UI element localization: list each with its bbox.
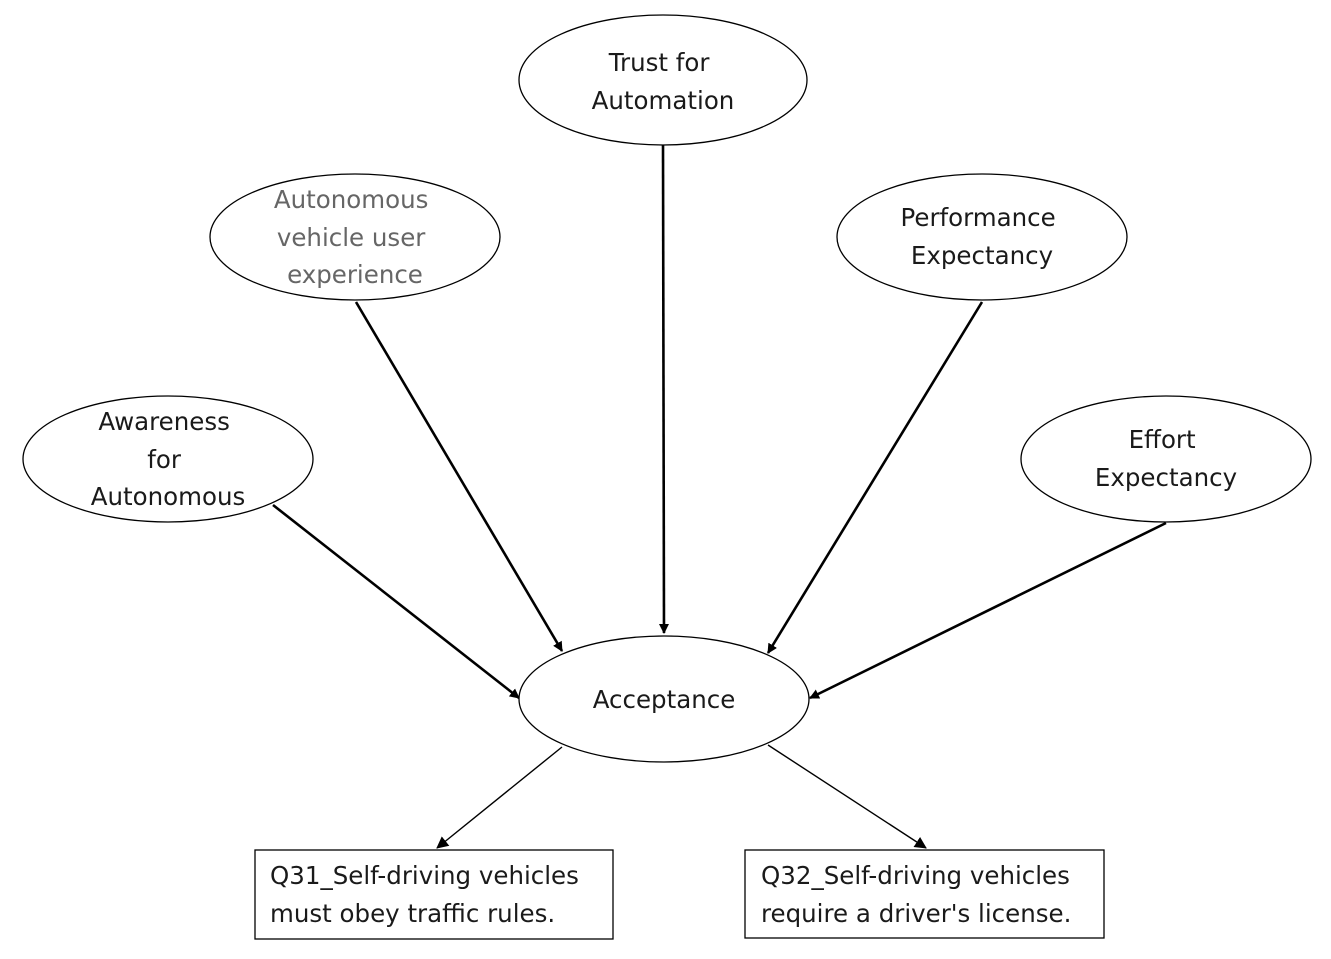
edge-user-experience-to-acceptance bbox=[354, 301, 564, 652]
edge-trust-to-acceptance bbox=[658, 144, 669, 634]
node-trust-line-1: Trust for bbox=[608, 48, 711, 77]
box-q32-line-2: require a driver's license. bbox=[761, 899, 1071, 928]
node-user-experience-line-2: vehicle user bbox=[277, 223, 426, 252]
node-trust: Trust for Automation bbox=[518, 14, 808, 146]
edge-acceptance-to-q31 bbox=[436, 746, 563, 849]
node-acceptance-line-1: Acceptance bbox=[593, 685, 736, 714]
svg-text:Awareness for Auto: Awareness for Autonomous bbox=[91, 407, 246, 511]
edge-awareness-to-acceptance bbox=[272, 503, 520, 700]
node-performance: Performance Expectancy bbox=[836, 173, 1128, 301]
node-performance-line-2: Expectancy bbox=[911, 241, 1053, 270]
svg-text:Effort Expectancy: Effort Expectancy bbox=[1095, 425, 1237, 492]
edges bbox=[272, 144, 1167, 849]
box-q31: Q31_Self-driving vehicles must obey traf… bbox=[254, 849, 614, 940]
svg-text:Q32_Self-driving vehicles: Q32_Self-driving vehicles require a driv… bbox=[761, 861, 1078, 928]
node-trust-line-2: Automation bbox=[592, 86, 735, 115]
node-effort-line-1: Effort bbox=[1129, 425, 1196, 454]
node-awareness-line-2: for bbox=[147, 445, 182, 474]
node-user-experience-line-1: Autonomous bbox=[274, 185, 429, 214]
edge-acceptance-to-q32 bbox=[767, 744, 927, 849]
svg-text:Trust for Automation: Trust for Automation bbox=[592, 48, 735, 115]
edge-effort-to-acceptance bbox=[809, 521, 1167, 700]
node-user-experience-line-3: experience bbox=[287, 260, 423, 289]
box-q32-line-1: Q32_Self-driving vehicles bbox=[761, 861, 1070, 890]
box-q31-line-2: must obey traffic rules. bbox=[270, 899, 555, 928]
node-performance-line-1: Performance bbox=[900, 203, 1055, 232]
edge-performance-to-acceptance bbox=[766, 301, 984, 654]
node-awareness-line-3: Autonomous bbox=[91, 482, 246, 511]
node-awareness-line-1: Awareness bbox=[98, 407, 230, 436]
node-awareness: Awareness for Autonomous bbox=[22, 395, 314, 523]
svg-text:Q31_Self-driving vehicles: Q31_Self-driving vehicles must obey traf… bbox=[270, 861, 587, 928]
node-effort: Effort Expectancy bbox=[1020, 395, 1312, 523]
node-user-experience: Autonomous vehicle user experience bbox=[209, 173, 501, 301]
node-effort-line-2: Expectancy bbox=[1095, 463, 1237, 492]
node-acceptance: Acceptance bbox=[518, 635, 810, 763]
svg-text:Autonomous vehicle user: Autonomous vehicle user experience bbox=[274, 185, 436, 289]
svg-text:Acceptance: Acceptance bbox=[593, 685, 736, 714]
box-q32: Q32_Self-driving vehicles require a driv… bbox=[744, 849, 1105, 939]
box-q31-line-1: Q31_Self-driving vehicles bbox=[270, 861, 579, 890]
svg-text:Performance Expectancy: Performance Expectancy bbox=[900, 203, 1063, 270]
